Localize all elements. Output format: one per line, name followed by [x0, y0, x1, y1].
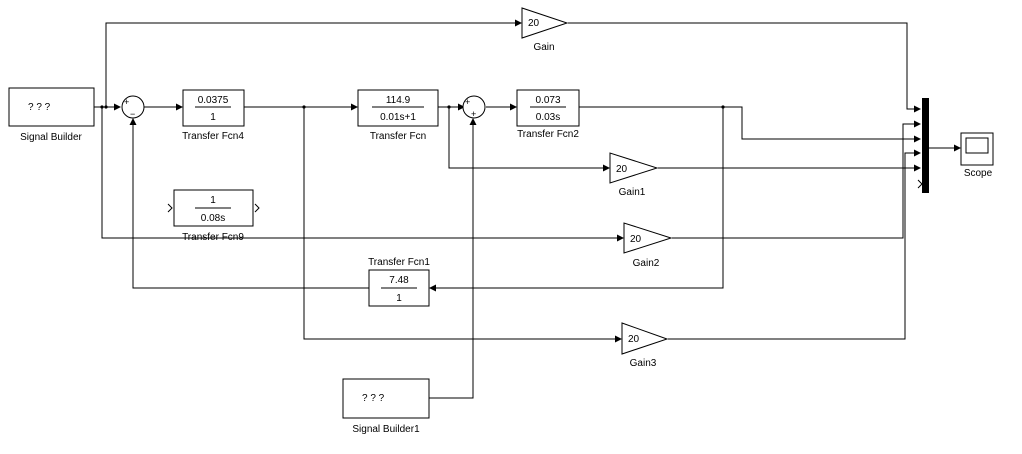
transfer-fcn2-block[interactable]: 0.073 0.03s Transfer Fcn2 — [516, 89, 580, 140]
scope-screen-icon — [965, 137, 989, 154]
transfer-fcn-block[interactable]: 114.9 0.01s+1 Transfer Fcn — [357, 89, 439, 142]
sum1-minus-sign: − — [130, 109, 135, 119]
tf9-label: Transfer Fcn9 — [182, 232, 244, 243]
sum-block-2[interactable]: + + — [462, 95, 486, 119]
gain2-value: 20 — [630, 234, 642, 245]
transfer-fcn9-block[interactable]: 1 0.08s Transfer Fcn9 — [167, 189, 260, 243]
gain2-block[interactable]: 20 Gain2 — [623, 222, 673, 269]
signal-lines — [94, 19, 961, 399]
tf2-denominator: 0.03s — [536, 112, 560, 123]
tf1-denominator: 1 — [396, 293, 402, 304]
transfer-fcn1-block[interactable]: Transfer Fcn1 7.48 1 — [368, 257, 430, 307]
sum-block-1[interactable]: + − — [121, 95, 145, 119]
tf4-denominator: 1 — [210, 112, 216, 123]
transfer-fcn4-block[interactable]: 0.0375 1 Transfer Fcn4 — [182, 89, 245, 142]
signal-builder1-label: Signal Builder1 — [352, 424, 420, 435]
signal-builder-label: Signal Builder — [20, 132, 82, 143]
gain-block[interactable]: 20 Gain — [521, 7, 569, 53]
signal-builder1-content: ? ? ? — [362, 393, 385, 404]
signal-builder-block[interactable]: ? ? ? Signal Builder — [8, 87, 95, 143]
gain3-block[interactable]: 20 Gain3 — [621, 322, 669, 369]
sum2-plus-sign-1: + — [465, 97, 470, 107]
tf1-numerator: 7.48 — [389, 275, 409, 286]
tf-label: Transfer Fcn — [370, 131, 426, 142]
scope-label: Scope — [964, 168, 993, 179]
gain-label: Gain — [533, 42, 554, 53]
tf2-label: Transfer Fcn2 — [517, 129, 579, 140]
tf4-label: Transfer Fcn4 — [182, 131, 244, 142]
sum2-plus-sign-2: + — [471, 109, 476, 119]
gain1-value: 20 — [616, 164, 628, 175]
gain1-block[interactable]: 20 Gain1 — [609, 152, 659, 198]
tf1-label: Transfer Fcn1 — [368, 257, 430, 268]
gain3-value: 20 — [628, 334, 640, 345]
gain1-label: Gain1 — [619, 187, 646, 198]
signal-builder-content: ? ? ? — [28, 102, 51, 113]
signal-builder1-block[interactable]: ? ? ? Signal Builder1 — [342, 378, 430, 435]
tf4-numerator: 0.0375 — [198, 95, 229, 106]
gain-value: 20 — [528, 18, 540, 29]
sum1-plus-sign: + — [124, 97, 129, 107]
tf9-denominator: 0.08s — [201, 213, 225, 224]
tf9-numerator: 1 — [210, 195, 216, 206]
scope-block[interactable]: Scope — [960, 132, 994, 179]
tf-numerator: 114.9 — [386, 95, 411, 106]
mux-block[interactable] — [922, 98, 929, 193]
gain2-label: Gain2 — [633, 258, 660, 269]
gain3-label: Gain3 — [630, 358, 657, 369]
tf-denominator: 0.01s+1 — [380, 112, 416, 123]
tf2-numerator: 0.073 — [535, 95, 560, 106]
